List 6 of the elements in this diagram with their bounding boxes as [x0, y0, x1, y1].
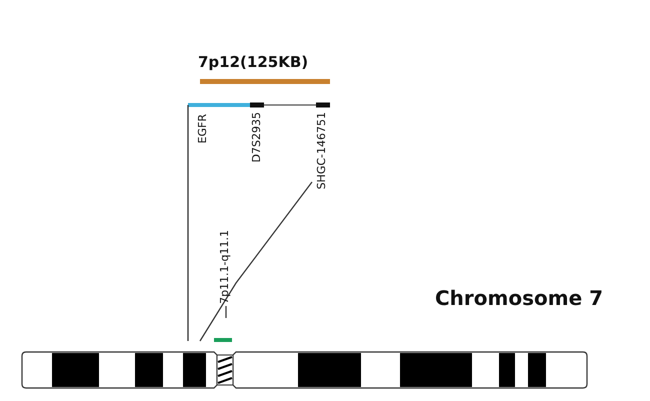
marker-label: SHGC-146751	[316, 112, 327, 190]
marker-label: D7S2935	[251, 112, 262, 162]
band-label: 7p11.1-q11.1	[219, 230, 230, 304]
chromosome-label: Chromosome 7	[435, 288, 604, 308]
gene-label: EGFR	[197, 114, 208, 144]
region-label: 7p12(125KB)	[198, 55, 308, 70]
